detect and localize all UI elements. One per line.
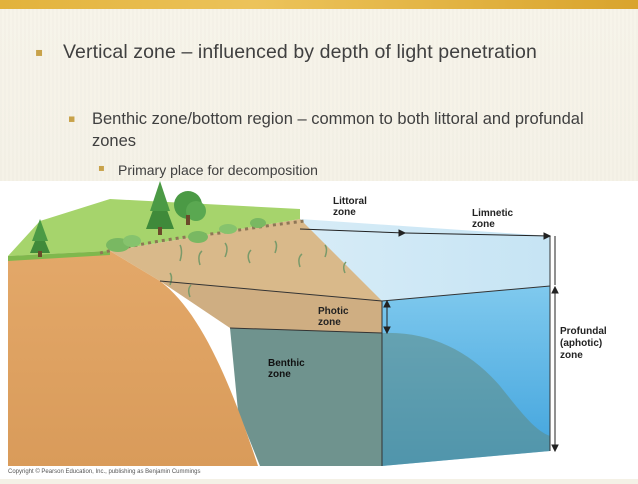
benthic-side-curve xyxy=(382,332,550,466)
label-profundal: Profundal(aphotic)zone xyxy=(560,326,607,361)
bush-icon xyxy=(106,218,266,252)
aquatic-plants-icon xyxy=(169,240,347,298)
water-surface xyxy=(300,219,550,301)
littoral-sediment xyxy=(110,219,382,301)
bullet-list: ▪ Vertical zone – influenced by depth of… xyxy=(0,40,638,190)
aphotic-water xyxy=(230,328,382,466)
bullet-level-2: ▪ Benthic zone/bottom region – common to… xyxy=(68,108,610,152)
accent-band xyxy=(0,0,638,9)
zone-arrows xyxy=(299,228,559,453)
bullet-marker-icon: ▪ xyxy=(98,163,105,174)
soil-front-face xyxy=(8,251,258,466)
bullet-level-1: ▪ Vertical zone – influenced by depth of… xyxy=(35,40,597,65)
copyright-text: Copyright © Pearson Education, Inc., pub… xyxy=(8,468,201,475)
block-outline xyxy=(159,236,551,466)
tree-icon xyxy=(30,219,50,257)
tree-icon xyxy=(146,181,174,235)
bullet-text-benthic-zone: Benthic zone/bottom region – common to b… xyxy=(92,110,584,150)
bullet-level-3: ▪ Primary place for decomposition xyxy=(98,161,600,179)
grass-edge xyxy=(8,251,110,261)
bullet-text-vertical-zone: Vertical zone – influenced by depth of l… xyxy=(63,41,537,63)
tree-icon xyxy=(174,191,206,225)
bullet-marker-icon: ▪ xyxy=(68,112,76,125)
bullet-marker-icon: ▪ xyxy=(35,45,44,59)
photic-band xyxy=(160,281,382,333)
bullet-text-decomposition: Primary place for decomposition xyxy=(118,162,318,178)
shoreline-pebbles xyxy=(99,219,306,255)
